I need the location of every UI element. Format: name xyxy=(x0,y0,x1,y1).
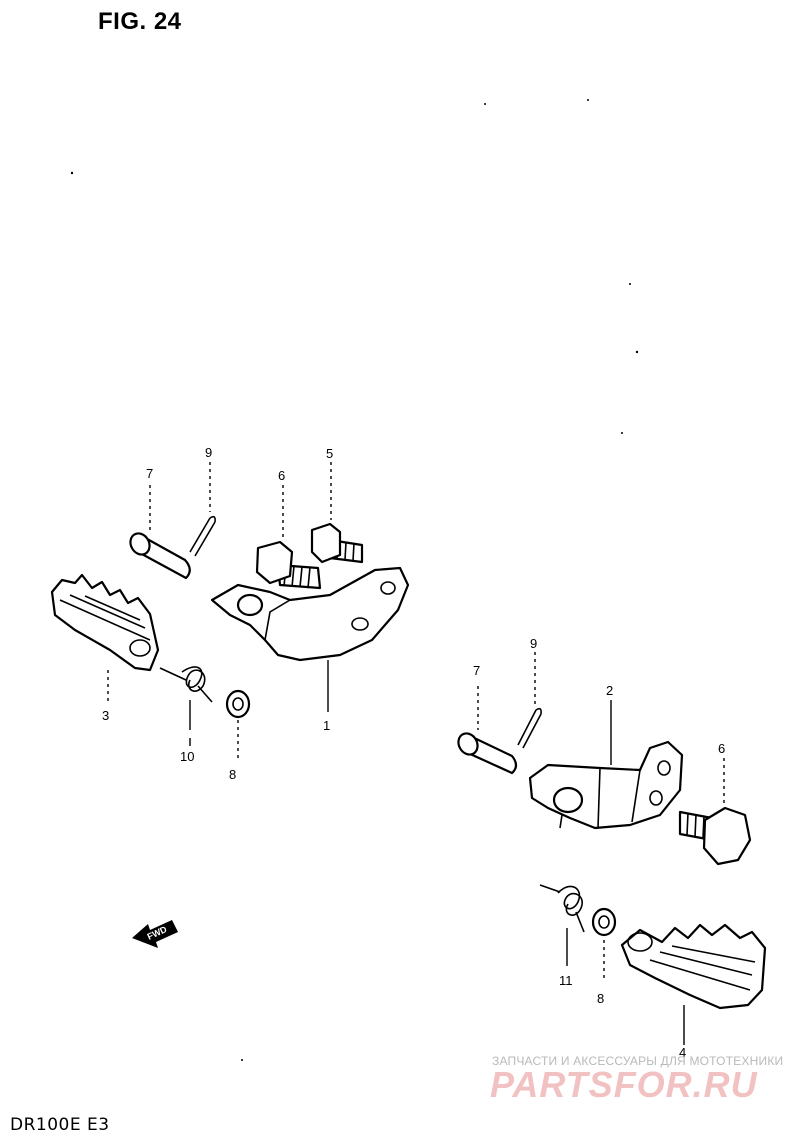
callout-right-bolt: 6 xyxy=(718,741,725,756)
callout-right-bracket: 2 xyxy=(606,683,613,698)
left-footrest xyxy=(50,573,160,672)
callout-left-cotter: 9 xyxy=(205,445,212,460)
right-footrest xyxy=(620,923,767,1010)
right-return-spring xyxy=(539,884,585,933)
left-bolt-5 xyxy=(310,522,364,564)
left-washer xyxy=(225,689,251,719)
figure-title: FIG. 24 xyxy=(98,8,182,35)
callout-left-footrest: 3 xyxy=(102,708,109,723)
scan-specks xyxy=(70,99,639,1061)
callout-left-bolt-small: 6 xyxy=(278,468,285,483)
right-footrest-bracket xyxy=(528,740,684,830)
watermark-logo: PARTSFOR.RU xyxy=(490,1064,758,1105)
right-clevis-pin xyxy=(457,732,518,775)
callout-right-cotter: 9 xyxy=(530,636,537,651)
callout-left-spring: 10 xyxy=(180,749,194,764)
callout-left-bolt-top: 5 xyxy=(326,446,333,461)
watermark-caption: ЗАПЧАСТИ И АКСЕССУАРЫ ДЛЯ МОТОТЕХНИКИ xyxy=(492,1054,784,1068)
model-code: DR100E E3 xyxy=(10,1115,110,1135)
callout-right-pin: 7 xyxy=(473,663,480,678)
right-cotter-pin xyxy=(517,707,542,749)
callout-left-washer: 8 xyxy=(229,767,236,782)
left-clevis-pin xyxy=(129,532,191,580)
left-cotter-pin xyxy=(189,515,216,557)
callout-right-washer: 8 xyxy=(597,991,604,1006)
callout-right-footrest: 4 xyxy=(679,1045,686,1060)
left-bolt-6 xyxy=(255,540,322,590)
left-return-spring xyxy=(159,666,213,703)
right-bolt-6 xyxy=(678,806,752,866)
callout-left-pin: 7 xyxy=(146,466,153,481)
callout-right-spring: 11 xyxy=(559,973,573,988)
callout-left-bracket: 1 xyxy=(323,718,330,733)
left-footrest-bracket xyxy=(210,566,410,662)
forward-direction-arrow: FWD xyxy=(132,920,178,948)
right-washer xyxy=(591,907,617,937)
